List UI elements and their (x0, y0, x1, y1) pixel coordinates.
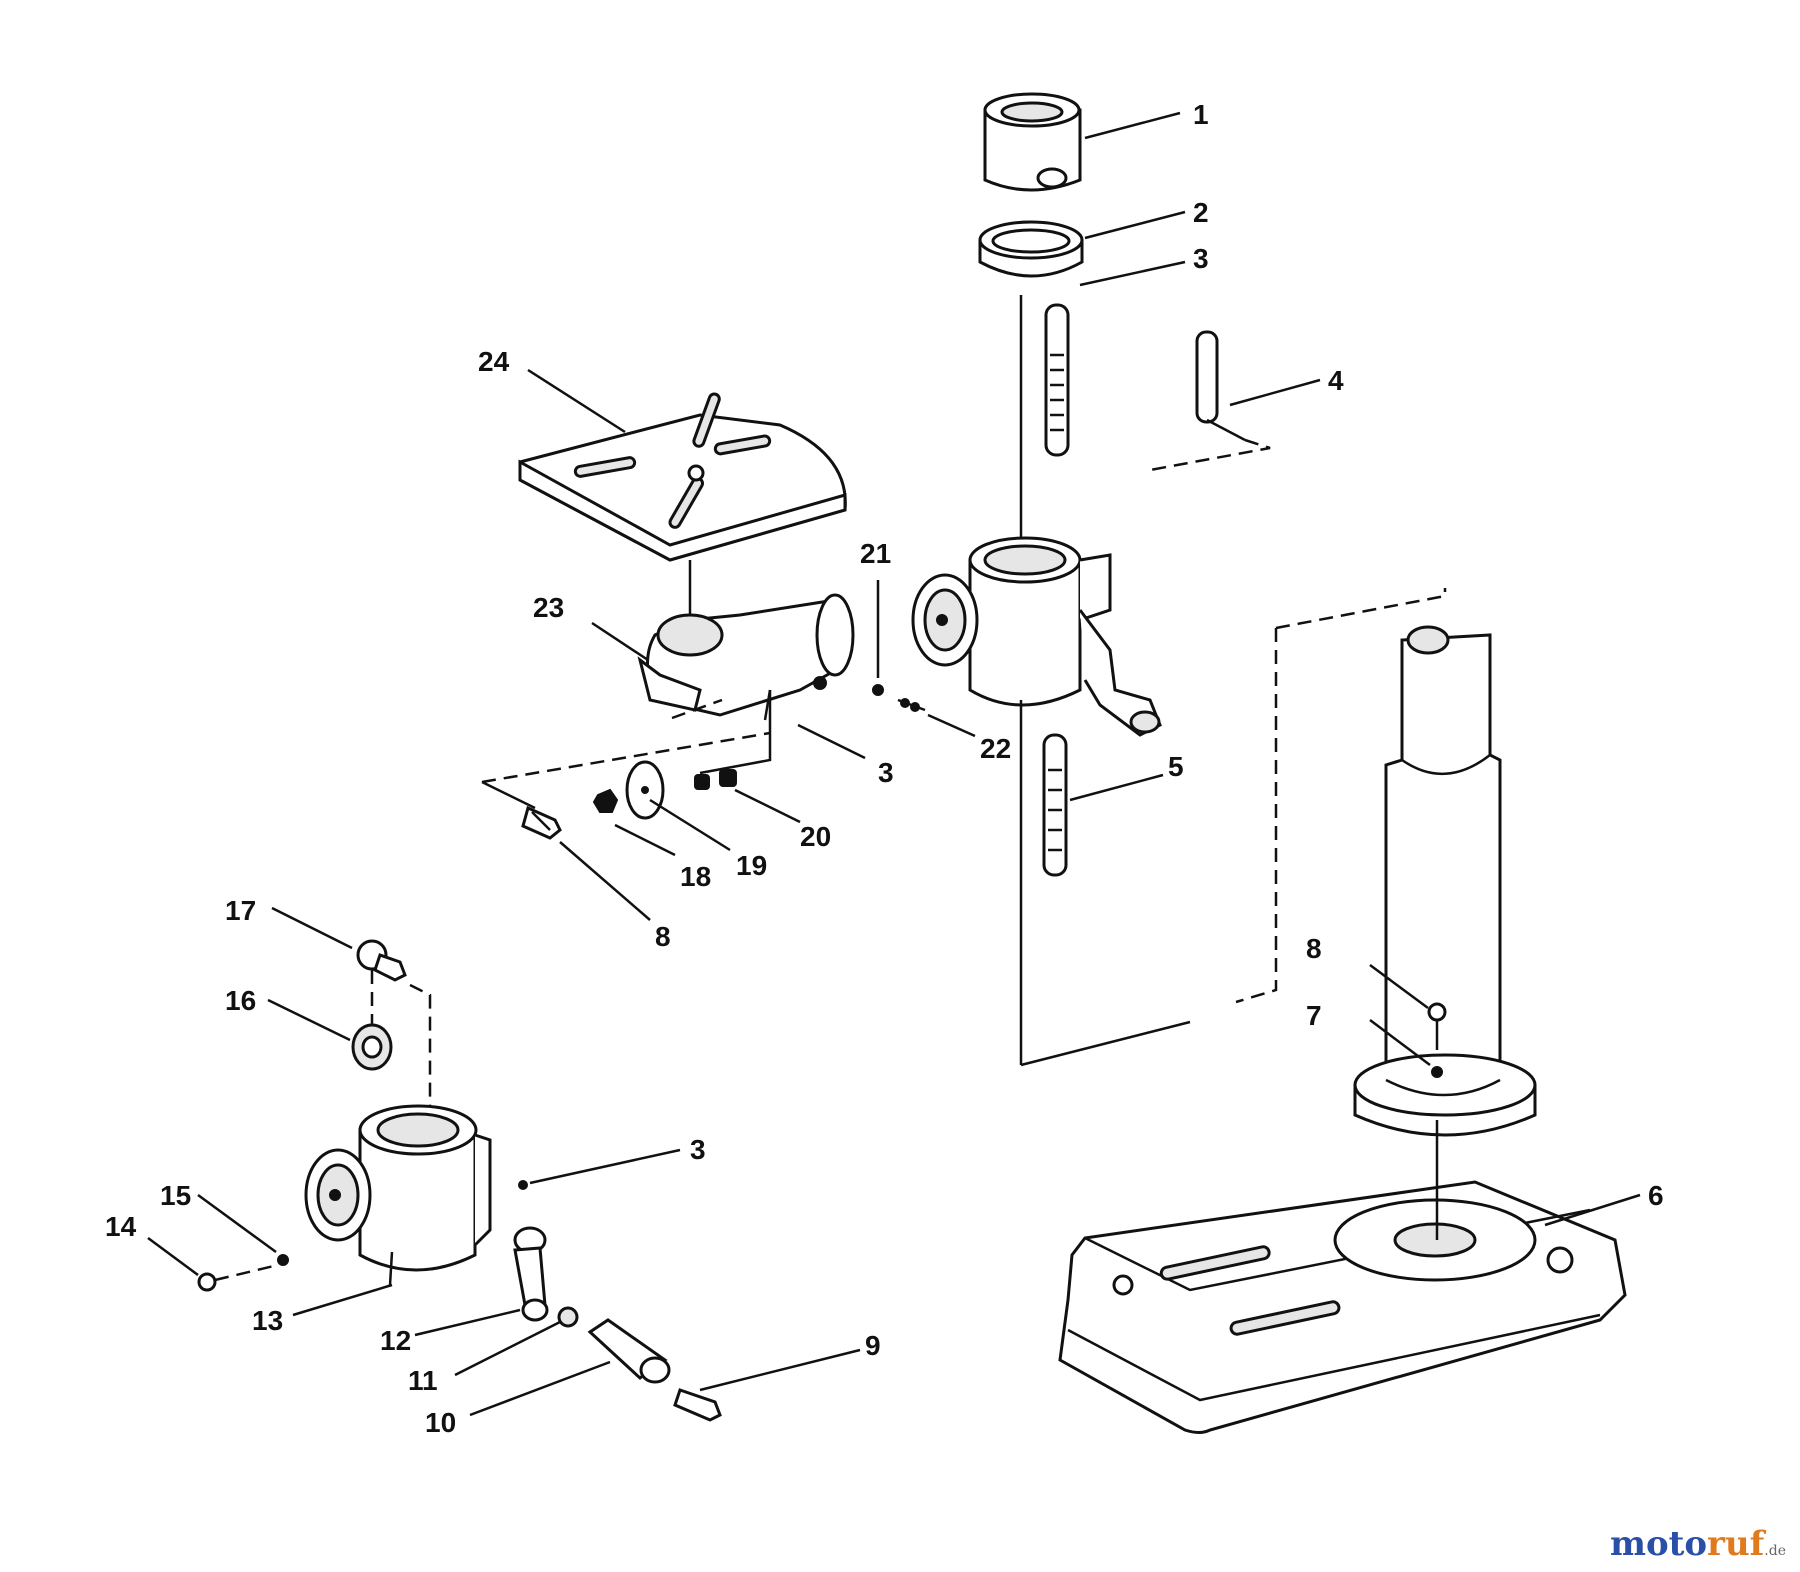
callout-9: 9 (865, 1330, 881, 1361)
part-7-washer (1431, 1066, 1443, 1078)
part-13-lower-bracket (304, 1104, 492, 1286)
watermark-logo: motoruf.de (1610, 1524, 1786, 1564)
part-14-15-set-screws (197, 1254, 289, 1292)
part-6-base (1058, 1180, 1627, 1434)
part-5-rack (1042, 303, 1070, 877)
callout-10: 10 (425, 1407, 456, 1438)
callout-14: 14 (105, 1211, 137, 1242)
part-8-bolt-upper (521, 805, 562, 840)
part-11-washer (557, 1306, 579, 1328)
callout-23: 23 (533, 592, 564, 623)
part-20-spacer (694, 769, 737, 790)
callout-15: 15 (160, 1180, 191, 1211)
callout-4: 4 (1328, 365, 1344, 396)
watermark-moto: moto (1609, 1524, 1708, 1564)
part-9-screw (673, 1388, 722, 1422)
part-17-knob (356, 939, 407, 982)
part-19-washer (625, 760, 665, 820)
callout-3-lower: 3 (690, 1134, 706, 1165)
callout-5: 5 (1168, 751, 1184, 782)
callout-8-upper: 8 (655, 921, 671, 952)
part-12-crank (513, 1226, 549, 1322)
callout-19: 19 (736, 850, 767, 881)
callout-6: 6 (1648, 1180, 1664, 1211)
callout-16: 16 (225, 985, 256, 1016)
part-22-setscrew (897, 698, 926, 712)
callout-22: 22 (980, 733, 1011, 764)
callout-8-lower: 8 (1306, 933, 1322, 964)
callout-11: 11 (408, 1365, 438, 1396)
callout-1: 1 (1193, 99, 1209, 130)
part-4-pin (1149, 330, 1271, 472)
callout-7: 7 (1306, 1000, 1322, 1031)
part-10-handle (587, 1318, 671, 1384)
callout-20: 20 (800, 821, 831, 852)
part-21-screw (872, 684, 884, 696)
watermark-ruf: ruf (1707, 1524, 1765, 1564)
callout-24: 24 (478, 346, 510, 377)
callout-13: 13 (252, 1305, 283, 1336)
part-23-table-arm (637, 593, 855, 717)
callout-3-arm: 3 (878, 757, 894, 788)
callout-17: 17 (225, 895, 256, 926)
leader-lines (147, 111, 1641, 1417)
part-6-column (1353, 625, 1537, 1137)
watermark-suffix: .de (1764, 1543, 1786, 1559)
part-1-sleeve (983, 92, 1082, 192)
callout-18: 18 (680, 861, 711, 892)
support-bracket-upper (911, 536, 1162, 737)
part-2-ring (978, 220, 1084, 278)
callout-3: 3 (1193, 243, 1209, 274)
part-24-table (518, 392, 847, 615)
callout-labels: 1 2 3 4 24 21 23 22 3 5 20 19 18 8 17 16… (105, 99, 1664, 1438)
part-18-nut (592, 788, 619, 813)
callout-21: 21 (860, 538, 891, 569)
part-16-gear (351, 1023, 393, 1071)
callout-2: 2 (1193, 197, 1209, 228)
callout-12: 12 (380, 1325, 411, 1356)
part-8-bolt-lower (1427, 1002, 1447, 1050)
